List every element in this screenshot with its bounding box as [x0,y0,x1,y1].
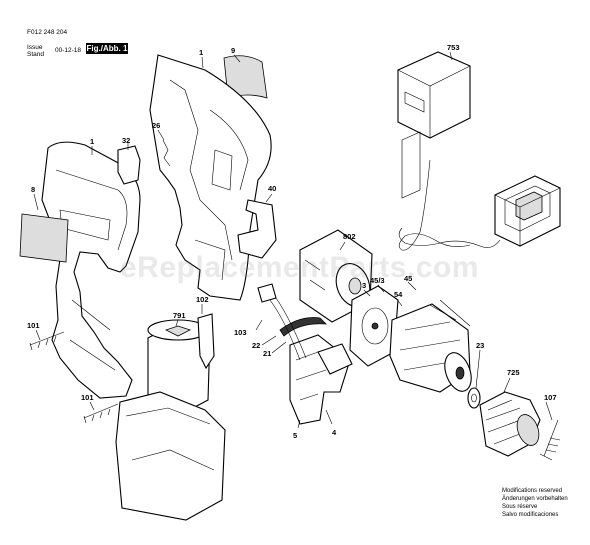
label-plate-8 [19,213,69,263]
figure-badge: Fig./Abb. 1 [86,43,128,54]
callout-4: 4 [332,428,337,437]
note-de: Änderungen vorbehalten [502,496,568,502]
callout-23: 23 [476,341,485,350]
battery-791 [115,319,226,521]
spring-26 [162,139,171,167]
charger-adapter [397,51,561,251]
doc-number: F012 248 204 [27,29,68,36]
callout-26: 26 [152,121,161,130]
callout-21: 21 [263,349,272,358]
issue-label: Issue [27,44,43,51]
wire-21 [279,317,328,337]
bracket-40 [237,199,277,259]
issue-date: 00-12-18 [55,47,82,54]
switch-assembly [289,334,353,425]
callout-791: 791 [173,311,186,320]
screw-101-upper [29,331,65,351]
switch-button-32 [117,145,141,185]
callout-802: 802 [343,232,356,241]
watermark: eReplacementParts.com [120,251,479,284]
callout-9: 9 [231,46,236,55]
callout-103: 103 [234,328,247,337]
callout-54: 54 [394,290,403,299]
callout-8: 8 [31,185,36,194]
stand-label: Stand [27,51,44,58]
screw-107 [539,419,561,461]
callout-45-3: 45/3 [370,276,385,285]
callout-40: 40 [268,184,277,193]
washer-23 [467,387,481,409]
callout-1-top: 1 [199,48,204,57]
callout-101-lower: 101 [81,393,94,402]
callout-107: 107 [544,393,557,402]
housing-half-left [41,141,141,399]
callout-725: 725 [507,368,520,377]
note-es: Salvo modificaciones [502,512,559,518]
gear-assembly [349,285,472,393]
leader-lines [33,51,553,429]
callout-753: 753 [447,43,460,52]
note-en: Modifications reserved [502,488,563,494]
brush-103 [257,283,277,303]
callout-102: 102 [196,295,209,304]
callout-5: 5 [293,431,298,440]
callout-22: 22 [252,341,261,350]
contact-102 [197,313,215,370]
screw-101-lower [83,403,119,424]
callout-3: 3 [362,281,367,290]
callout-32: 32 [122,136,131,145]
wire-22 [269,297,307,361]
note-fr: Sous réserve [502,504,538,510]
chuck-725 [479,391,541,457]
callout-45: 45 [404,274,413,283]
callout-101-upper: 101 [27,321,40,330]
callout-1-left: 1 [90,137,95,146]
